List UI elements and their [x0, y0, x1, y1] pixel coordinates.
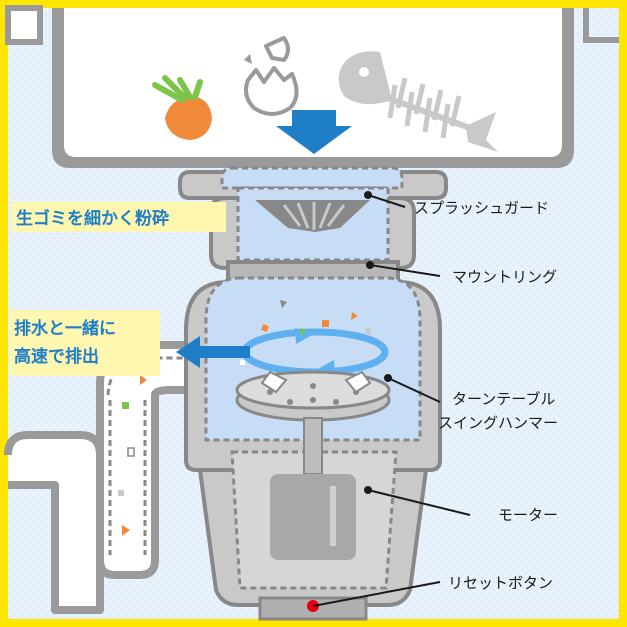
leader-dot [364, 191, 372, 199]
callout-drain-line1: 排水と一緒に [14, 318, 116, 339]
leader-lines [312, 194, 471, 607]
eggshell-icon [244, 36, 299, 116]
label-motor: モーター [498, 506, 558, 524]
leader-dot [366, 261, 374, 269]
debris-particles [240, 300, 371, 365]
label-mount-ring: マウントリング [452, 268, 557, 286]
motor [270, 474, 356, 560]
leader-dot [364, 486, 372, 494]
label-swing-hammer: スイングハンマー [438, 414, 558, 432]
callout-grind-text: 生ゴミを細かく粉砕 [16, 208, 169, 229]
leader-dot [384, 374, 392, 382]
callout-drain-line2: 高速で排出 [14, 346, 99, 367]
outlet-arrow-icon [176, 336, 250, 368]
callout-grind: 生ゴミを細かく粉砕 [12, 202, 226, 232]
carrot-icon [152, 75, 212, 140]
label-reset-button: リセットボタン [448, 574, 553, 592]
fish-bone-icon [338, 51, 498, 152]
label-splash-guard: スプラッシュガード [414, 199, 549, 217]
label-turntable: ターンテーブル [452, 390, 555, 408]
down-arrow-icon [276, 110, 352, 154]
turntable [235, 370, 391, 422]
callout-drain: 排水と一緒に 高速で排出 [10, 310, 160, 376]
drive-shaft [303, 417, 323, 475]
